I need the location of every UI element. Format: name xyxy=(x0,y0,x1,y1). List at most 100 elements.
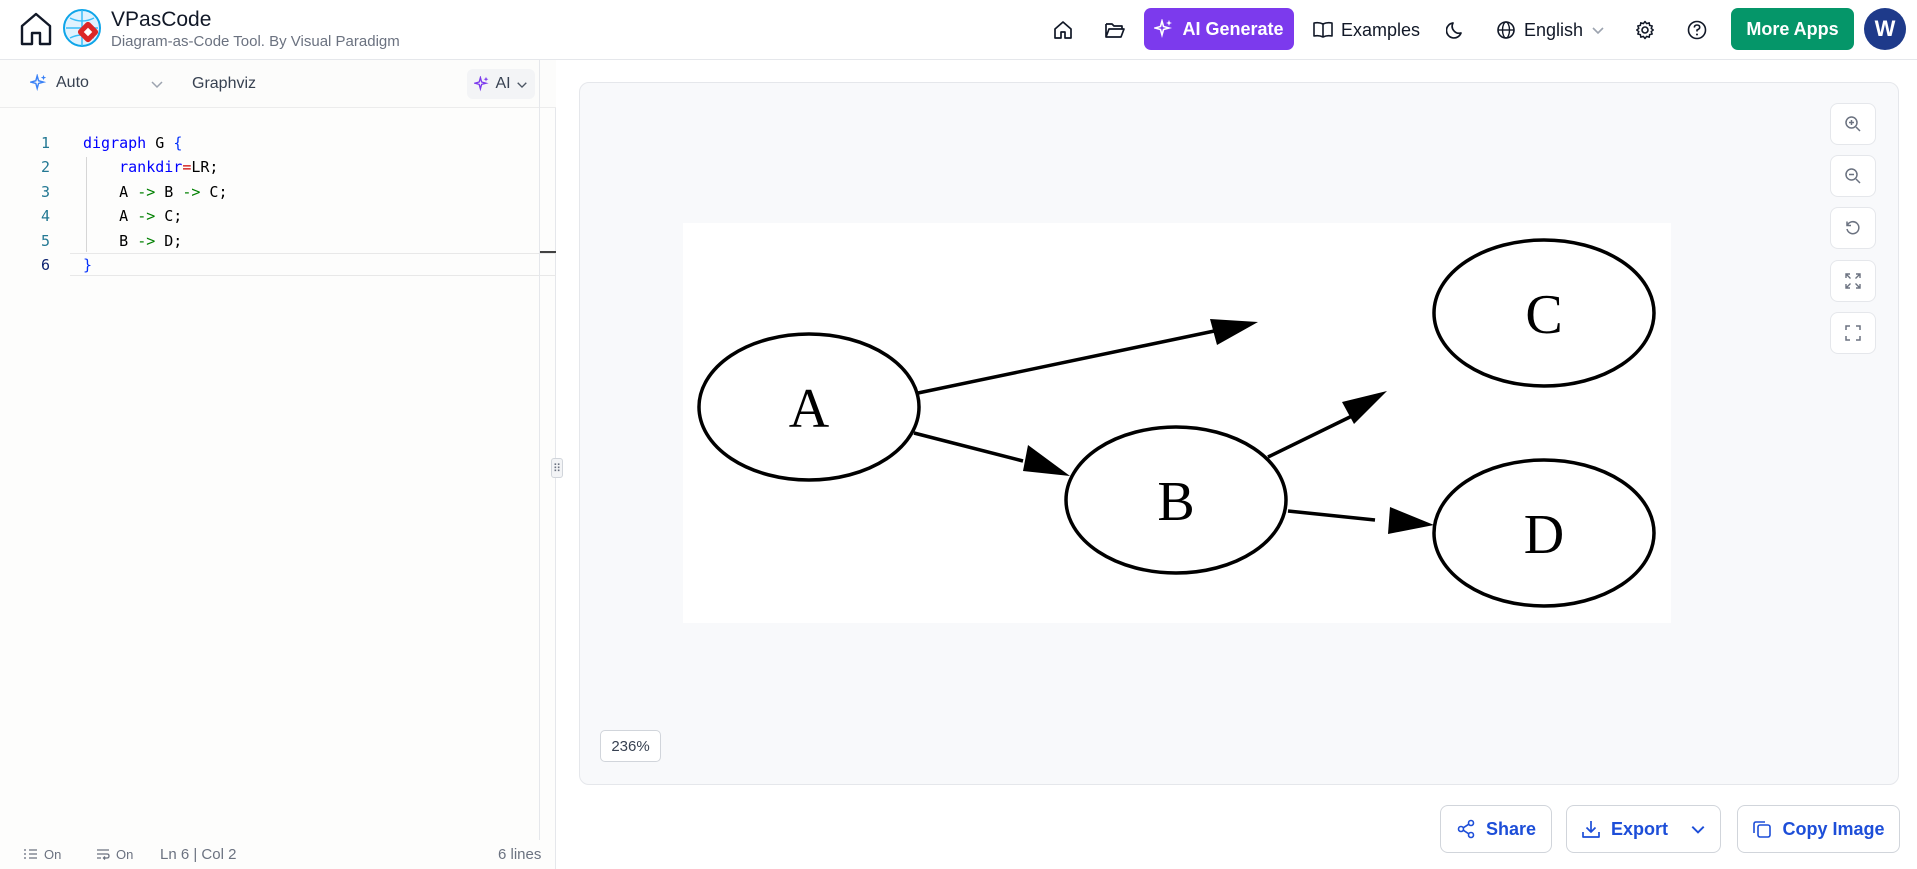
active-line-highlight xyxy=(70,253,556,276)
line-number: 6 xyxy=(40,255,50,274)
code-text: rankdir=LR; xyxy=(119,157,219,176)
node-a-label: A xyxy=(789,378,830,440)
mode-select[interactable]: Auto xyxy=(30,74,89,92)
fullscreen-icon xyxy=(1845,325,1861,341)
code-text: digraph G { xyxy=(83,133,183,152)
share-button[interactable]: Share xyxy=(1440,805,1552,853)
node-d[interactable]: D xyxy=(1432,458,1656,608)
copy-image-button[interactable]: Copy Image xyxy=(1737,805,1900,853)
line-number: 3 xyxy=(40,182,50,201)
code-text: A -> C; xyxy=(83,206,183,225)
editor-ai-button[interactable]: AI xyxy=(467,69,535,99)
fullscreen-button[interactable] xyxy=(1830,312,1876,354)
chevron-down-icon xyxy=(516,81,527,88)
copy-image-label: Copy Image xyxy=(1782,818,1885,839)
line-number: 5 xyxy=(40,231,50,250)
code-line: 1 digraph G { xyxy=(0,130,556,155)
editor-status-bar: On On Ln 6 | Col 2 6 lines xyxy=(0,839,556,869)
line-numbers-toggle[interactable]: On xyxy=(24,847,61,862)
zoom-in-button[interactable] xyxy=(1830,103,1876,145)
editor-ai-label: AI xyxy=(495,75,511,92)
scrollbar-cursor-marker[interactable] xyxy=(540,251,556,253)
zoom-out-button[interactable] xyxy=(1830,155,1876,197)
node-b-label: B xyxy=(1157,471,1194,533)
chevron-down-icon xyxy=(1592,27,1604,35)
edge-b-d xyxy=(1287,507,1434,534)
editor-panel: Auto Graphviz AI xyxy=(0,60,556,869)
indent-guide xyxy=(86,157,87,252)
code-text: A -> B -> C; xyxy=(83,182,228,201)
globe-icon xyxy=(1497,21,1515,39)
sparkle-icon xyxy=(30,74,47,92)
share-label: Share xyxy=(1485,818,1537,839)
ai-generate-button[interactable]: AI Generate xyxy=(1144,8,1294,50)
user-avatar[interactable]: W xyxy=(1864,8,1906,50)
mode-chevron[interactable] xyxy=(150,76,164,94)
chevron-down-icon xyxy=(1691,826,1705,834)
app-header: VPasCode Diagram-as-Code Tool. By Visual… xyxy=(0,0,1917,60)
code-text: B -> D; xyxy=(83,231,183,250)
editor-gutter-right xyxy=(539,60,540,840)
mode-label: Auto xyxy=(56,74,89,91)
editor-toolbar: Auto Graphviz AI xyxy=(0,60,556,108)
wrap-text-icon xyxy=(97,849,110,860)
language-select[interactable]: English xyxy=(1496,14,1605,46)
nav-home-button[interactable] xyxy=(1047,14,1079,46)
moon-icon xyxy=(1446,22,1462,39)
book-icon xyxy=(1313,21,1333,38)
graphviz-diagram: A B C D xyxy=(683,223,1671,623)
theme-toggle-button[interactable] xyxy=(1440,14,1472,46)
edge-b-c xyxy=(1267,391,1387,459)
node-c-label: C xyxy=(1525,284,1562,346)
sparkle-icon xyxy=(1154,19,1173,39)
export-button[interactable]: Export xyxy=(1566,805,1721,853)
word-wrap-toggle[interactable]: On xyxy=(96,847,133,862)
line-number: 4 xyxy=(40,206,50,225)
copy-icon xyxy=(1753,821,1772,838)
ai-generate-label: AI Generate xyxy=(1182,18,1284,39)
list-numbered-icon xyxy=(24,849,37,859)
app-name: VPasCode xyxy=(111,8,212,31)
code-line: 2 rankdir=LR; xyxy=(0,154,556,179)
help-icon xyxy=(1687,20,1707,40)
fit-to-screen-button[interactable] xyxy=(1830,260,1876,302)
line-numbers-state: On xyxy=(44,846,62,862)
code-line: 4 A -> C; xyxy=(0,203,556,228)
examples-label: Examples xyxy=(1341,19,1421,40)
line-number: 1 xyxy=(40,133,50,152)
word-wrap-state: On xyxy=(116,846,134,862)
download-icon xyxy=(1582,821,1600,838)
help-button[interactable] xyxy=(1681,14,1713,46)
zoom-level-indicator: 236% xyxy=(600,730,661,762)
node-c[interactable]: C xyxy=(1432,238,1656,388)
home-button[interactable] xyxy=(16,9,56,49)
edge-a-c xyxy=(917,319,1258,395)
share-icon xyxy=(1457,819,1475,839)
home-icon xyxy=(20,12,52,46)
gear-icon xyxy=(1636,20,1654,40)
app-subtitle: Diagram-as-Code Tool. By Visual Paradigm xyxy=(111,33,400,50)
zoom-out-icon xyxy=(1845,168,1861,184)
open-folder-button[interactable] xyxy=(1099,14,1131,46)
line-number: 2 xyxy=(40,157,50,176)
node-d-label: D xyxy=(1524,504,1564,566)
node-b[interactable]: B xyxy=(1064,425,1288,575)
reset-icon xyxy=(1846,220,1860,235)
settings-button[interactable] xyxy=(1629,14,1661,46)
folder-open-icon xyxy=(1105,23,1125,38)
more-apps-button[interactable]: More Apps xyxy=(1731,8,1854,50)
cursor-position: Ln 6 | Col 2 xyxy=(160,845,237,863)
line-count: 6 lines xyxy=(498,845,542,863)
node-a[interactable]: A xyxy=(697,332,921,482)
export-label: Export xyxy=(1610,818,1668,839)
diagram-language[interactable]: Graphviz xyxy=(192,75,257,92)
chevron-down-icon xyxy=(151,81,163,89)
code-line: 6 } xyxy=(0,252,556,277)
reset-view-button[interactable] xyxy=(1830,207,1876,249)
code-text: } xyxy=(83,255,93,274)
panel-resize-handle[interactable]: ⠿ xyxy=(551,458,563,478)
sparkle-icon xyxy=(474,76,490,92)
examples-button[interactable]: Examples xyxy=(1313,14,1420,46)
home-icon xyxy=(1054,21,1072,39)
fit-icon xyxy=(1845,273,1861,289)
